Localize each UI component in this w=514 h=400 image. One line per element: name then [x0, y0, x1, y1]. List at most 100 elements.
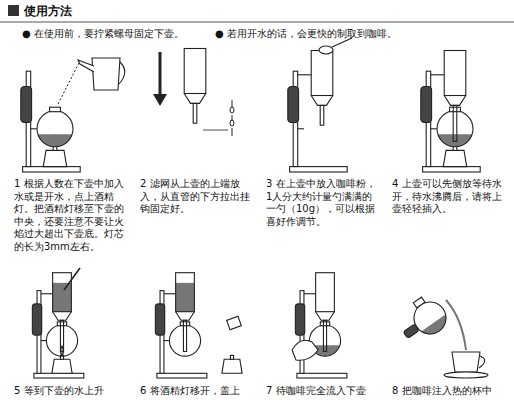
- siphon-figure: [155, 273, 206, 378]
- stand-handle: [155, 304, 164, 335]
- burner-body: [443, 150, 466, 166]
- alcohol-burner: [52, 346, 72, 373]
- siphon-figure: [295, 273, 346, 378]
- stand-handle: [421, 87, 432, 123]
- upper-pot: [184, 48, 206, 93]
- upper-liquid: [176, 283, 195, 312]
- step-text: 2 滤网从上壶的上端放入，从直管的下方拉出挂钩固定好。: [140, 178, 250, 216]
- siphon-tube: [323, 320, 326, 351]
- siphon-figure: [32, 273, 83, 378]
- stand-arm: [164, 340, 169, 341]
- siphon-tube: [453, 105, 457, 141]
- bulb-handle: [403, 324, 419, 339]
- section-title: 使用方法: [24, 4, 72, 18]
- stand-arm: [41, 340, 46, 341]
- hand: [292, 340, 318, 360]
- usage-note: ● 在使用前，要拧紧螺母固定下壶。: [22, 28, 184, 41]
- stand-clamp: [431, 74, 445, 75]
- pouring-bulb: [393, 291, 453, 349]
- water-stream: [58, 63, 79, 104]
- upper-liquid: [53, 283, 72, 312]
- kettle-spout: [78, 60, 94, 72]
- stand-arm: [298, 128, 304, 129]
- stand-base: [423, 167, 481, 172]
- stand-clamp: [298, 74, 312, 75]
- lower-liquid: [38, 134, 72, 146]
- bulb-neck: [180, 322, 189, 326]
- step-text: 1 根据人数在下壶中加入水或是开水，点上酒精灯。把酒精灯移至下壶的中央，还要注意…: [14, 178, 124, 253]
- stand-handle: [295, 304, 304, 335]
- upper-taper: [444, 96, 466, 106]
- burner-body: [222, 359, 242, 373]
- stand-base: [34, 373, 84, 378]
- cup-handle: [479, 356, 485, 368]
- bulb-neck: [413, 297, 425, 308]
- cup-body: [452, 352, 480, 372]
- burner-cap: [227, 316, 242, 330]
- upper-taper: [316, 312, 335, 321]
- usage-note: ● 若用开水的话，会更快的制取到咖啡。: [215, 28, 397, 41]
- stand-clamp: [41, 293, 53, 294]
- step-text: 8 把咖啡注入热的杯中: [392, 385, 492, 398]
- siphon-figure: [421, 50, 480, 172]
- upper-pot: [311, 50, 333, 95]
- stand-base: [157, 373, 207, 378]
- siphon-tube: [193, 103, 197, 123]
- kettle-body: [92, 58, 120, 90]
- siphon-tube: [183, 320, 186, 351]
- stand-base: [23, 167, 81, 172]
- lower-liquid: [438, 134, 472, 146]
- stand-base: [290, 167, 348, 172]
- measuring-spoon: [319, 38, 352, 54]
- upper-taper: [184, 94, 206, 104]
- upper-pot: [316, 273, 335, 312]
- step-text: 6 将酒精灯移开，盖上: [140, 385, 240, 398]
- bulb-neck: [50, 107, 61, 112]
- kettle-handle: [119, 62, 125, 84]
- upper-taper: [311, 96, 333, 106]
- upper-pot: [53, 273, 72, 312]
- kettle: [78, 58, 125, 90]
- burner-wick: [230, 355, 233, 359]
- burner-body: [52, 359, 72, 373]
- siphon-figure: [184, 48, 206, 123]
- siphon-tube: [320, 105, 324, 125]
- bulb-neck: [57, 322, 66, 326]
- header-rule: [0, 22, 514, 23]
- bulb-neck: [450, 107, 461, 112]
- step-text: 5 等到下壶的水上升: [14, 385, 104, 398]
- filter-chain: [230, 100, 234, 136]
- stand-base: [297, 373, 347, 378]
- bulb-neck: [320, 322, 329, 326]
- insert-arrow-head: [153, 94, 167, 106]
- insert-arrow-shaft: [159, 52, 162, 96]
- alcohol-burner: [222, 355, 242, 373]
- siphon-figure: [21, 71, 80, 172]
- stand-handle: [32, 304, 41, 335]
- step-text: 3 在上壶中放入咖啡粉，1人分大约计量勺满满的一勺（10g），可以根据喜好作调节…: [266, 178, 378, 228]
- stand-arm: [31, 128, 37, 129]
- spoon-bowl: [319, 46, 333, 54]
- siphon-tube: [60, 320, 63, 351]
- upper-taper: [176, 312, 195, 321]
- step-text: 7 待咖啡完全流入下壶: [266, 385, 366, 398]
- spoon-handle: [332, 38, 352, 47]
- header-square: [8, 5, 19, 16]
- poured-liquid: [421, 314, 452, 340]
- stand-clamp: [304, 293, 316, 294]
- upper-pot: [444, 50, 466, 95]
- saucer: [444, 372, 488, 378]
- burner-body: [43, 150, 66, 166]
- coffee-cup: [444, 352, 488, 378]
- siphon-figure: [288, 50, 347, 172]
- step-text: 4 上壶可以先侧放等待水开，待水沸腾后，请将上壶轻轻插入。: [392, 178, 504, 216]
- coffee-stream: [446, 300, 466, 350]
- upper-pot: [176, 273, 195, 312]
- stand-handle: [21, 87, 32, 123]
- siphon-figure: [222, 355, 242, 373]
- upper-taper: [53, 312, 72, 321]
- filter-leader: [203, 130, 228, 131]
- stand-clamp: [164, 293, 176, 294]
